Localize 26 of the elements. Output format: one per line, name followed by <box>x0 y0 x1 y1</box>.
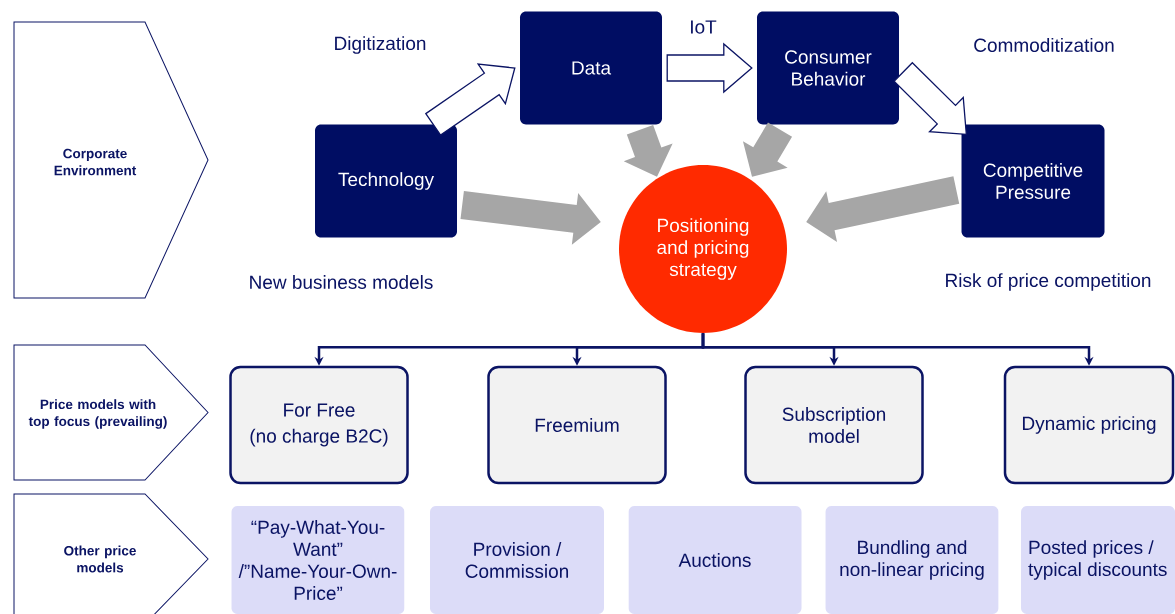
side-caption: New business models <box>250 275 433 289</box>
model-box: Freemium <box>487 365 667 485</box>
process-box: Technology <box>315 124 457 238</box>
block-arrow <box>460 191 601 245</box>
chevron-label: Other price models <box>13 493 209 614</box>
edge-label: IoT <box>691 20 717 34</box>
block-arrow <box>666 42 753 94</box>
process-box: Data <box>520 11 662 125</box>
model-box: Dynamic pricing <box>1003 365 1175 485</box>
model-box: Provision / Commission <box>430 506 604 614</box>
block-arrow <box>742 122 793 177</box>
edge-label: Commoditization <box>974 38 1114 52</box>
model-box: Subscription model <box>744 365 924 485</box>
side-caption: Risk of price competition <box>946 273 1151 291</box>
model-box: Posted prices / typical discounts <box>1021 506 1175 614</box>
model-box: Bundling and non-linear pricing <box>825 506 999 614</box>
chevron-label: Corporate Environment <box>13 21 209 299</box>
model-box: For Free (no charge B2C) <box>229 365 409 485</box>
model-box: Auctions <box>628 506 802 614</box>
edge-label: Digitization <box>335 36 426 54</box>
block-arrow <box>806 176 960 242</box>
process-box: Consumer Behavior <box>757 11 899 125</box>
model-box: “Pay-What-You-Want” /”Name-Your-Own-Price” <box>231 506 405 614</box>
block-arrow <box>623 124 673 177</box>
process-box: Competitive Pressure <box>961 124 1105 238</box>
chevron-label: Price models with top focus (prevailing) <box>13 344 209 481</box>
